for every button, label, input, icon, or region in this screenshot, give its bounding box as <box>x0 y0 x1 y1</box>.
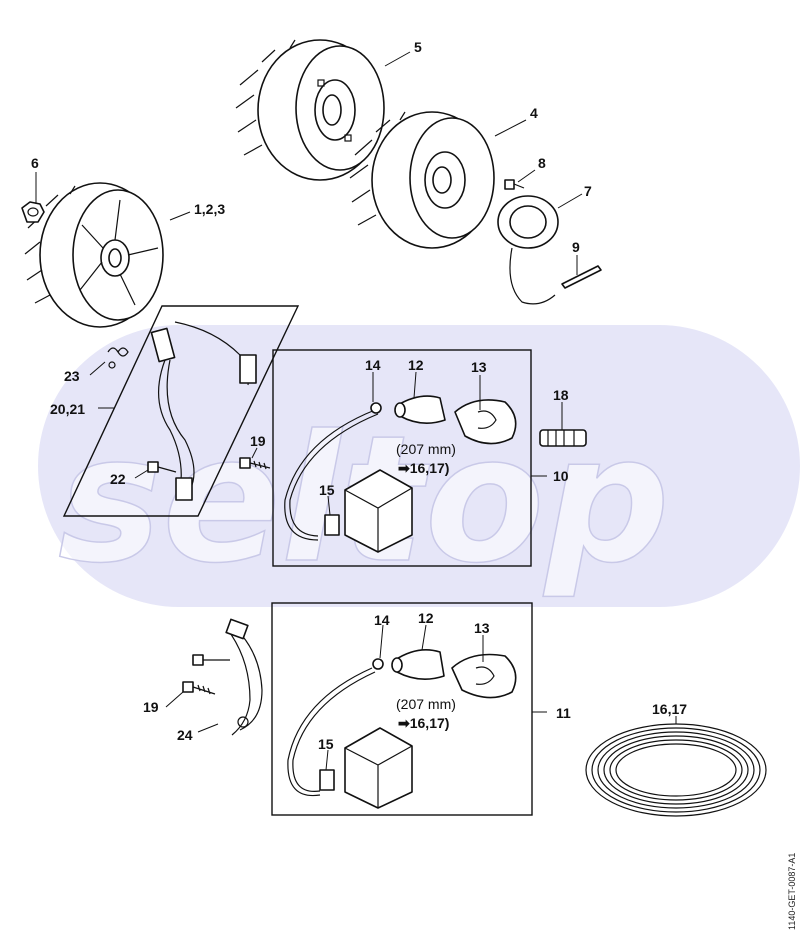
wiring-harness-24 <box>192 618 263 736</box>
label-5: 5 <box>414 39 422 55</box>
watermark-band <box>38 325 800 607</box>
label-4: 4 <box>530 105 538 121</box>
spark-plug-18 <box>539 429 587 447</box>
ignition-box-11 <box>271 602 533 816</box>
label-9: 9 <box>572 239 580 255</box>
screw-8 <box>504 179 525 190</box>
label-18: 18 <box>553 387 569 403</box>
label-1-2-3: 1,2,3 <box>194 201 225 217</box>
boot-13a <box>454 399 517 445</box>
label-6: 6 <box>31 155 39 171</box>
screw-19-bottom <box>182 681 216 695</box>
boot-13b <box>451 653 517 699</box>
label-13-a: 13 <box>471 359 487 375</box>
drawing-code: 1140-GET-0087-A1 <box>787 853 797 930</box>
label-10: 10 <box>553 468 569 484</box>
label-8: 8 <box>538 155 546 171</box>
pin-9 <box>561 265 602 289</box>
label-16-17: 16,17 <box>652 701 687 717</box>
ring-7 <box>497 195 559 305</box>
ignition-box-10 <box>272 349 532 567</box>
label-11: 11 <box>556 705 571 721</box>
label-12-a: 12 <box>408 357 424 373</box>
label-14-b: 14 <box>374 612 390 628</box>
flywheel-1-2-3 <box>24 182 164 328</box>
ignition-module-10 <box>284 402 413 553</box>
label-23: 23 <box>64 368 80 384</box>
screw-22 <box>147 461 177 473</box>
length-note-b: (207 mm) <box>396 696 456 712</box>
spark-plug-cap-12a <box>394 395 446 424</box>
label-7: 7 <box>584 183 592 199</box>
label-12-b: 12 <box>418 610 434 626</box>
flywheel-5 <box>235 39 385 181</box>
nut-6 <box>21 201 45 223</box>
label-14-a: 14 <box>365 357 381 373</box>
ref-note-a: ➡16,17) <box>398 460 449 476</box>
spark-plug-cap-12b <box>391 649 445 680</box>
wiring-harness-20-21 <box>150 321 257 501</box>
label-22: 22 <box>110 471 126 487</box>
label-13-b: 13 <box>474 620 490 636</box>
spring-23 <box>107 347 129 369</box>
label-24: 24 <box>177 727 193 743</box>
label-19-top: 19 <box>250 433 266 449</box>
label-15-b: 15 <box>318 736 334 752</box>
ref-note-b: ➡16,17) <box>398 715 449 731</box>
leader-lines <box>35 51 677 771</box>
label-15-a: 15 <box>319 482 335 498</box>
harness-box <box>62 305 300 517</box>
screw-19-top <box>239 457 271 470</box>
cable-coil-16-17 <box>585 723 767 817</box>
label-20-21: 20,21 <box>50 401 85 417</box>
ignition-module-11 <box>287 658 413 809</box>
flywheel-4 <box>349 111 495 249</box>
label-19-bottom: 19 <box>143 699 159 715</box>
length-note-a: (207 mm) <box>396 441 456 457</box>
